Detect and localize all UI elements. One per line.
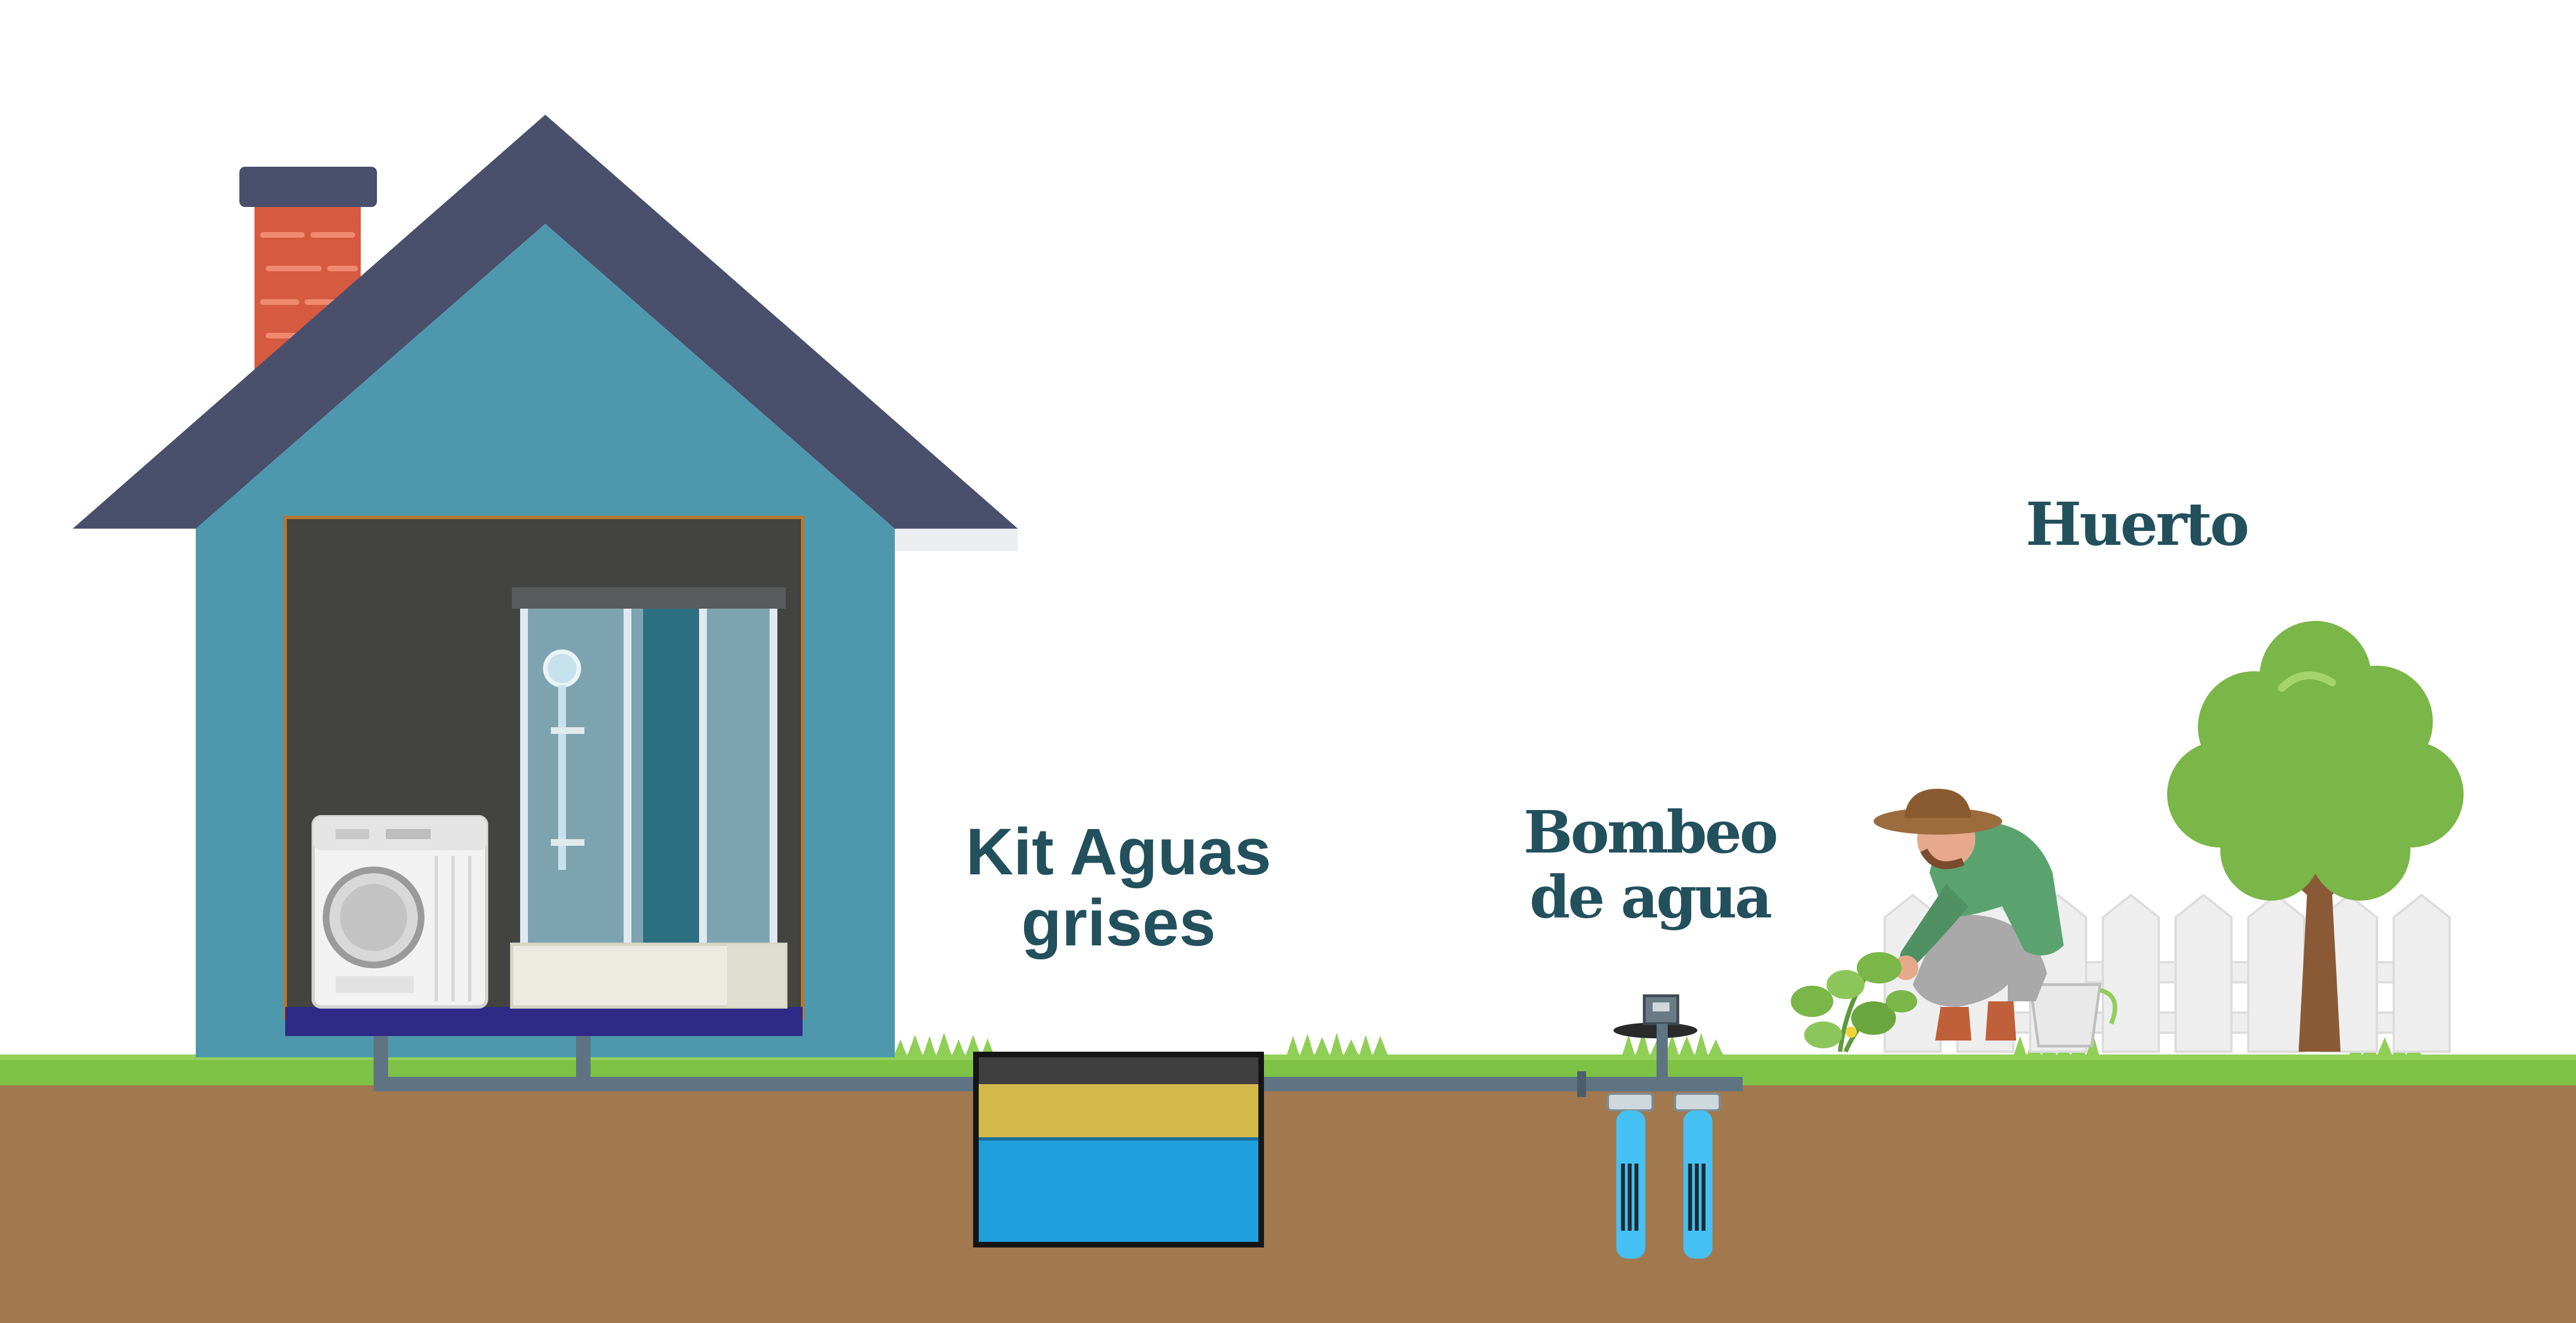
bombeo-label-line1: Bombeo [1523, 798, 1778, 867]
washing-machine-icon [312, 815, 488, 1009]
kit-aguas-grises-label: Kit Aguas grises [872, 815, 1365, 961]
house-roof [73, 115, 1018, 529]
huerto-label: Huerto [1946, 492, 2327, 556]
plant-icon [1791, 952, 1917, 1053]
huerto-label-text: Huerto [2025, 489, 2249, 559]
house-floor [285, 1007, 803, 1036]
tree-icon [2167, 621, 2464, 1052]
house-icon [73, 115, 1018, 1086]
kit-label-line2: grises [1021, 886, 1216, 961]
soil [0, 1082, 2576, 1323]
kit-label-line1: Kit Aguas [965, 815, 1272, 889]
ground [0, 1032, 2576, 1323]
water-pump-icon [1607, 994, 1721, 1259]
bombeo-label-line2: de agua [1529, 863, 1772, 932]
bombeo-de-agua-label: Bombeo de agua [1454, 798, 1846, 932]
shower-cabin-icon [510, 587, 787, 1009]
grass-tufts [850, 1032, 2422, 1056]
greywater-tank-icon [973, 1052, 1264, 1247]
gardener-icon [1874, 789, 2117, 1048]
